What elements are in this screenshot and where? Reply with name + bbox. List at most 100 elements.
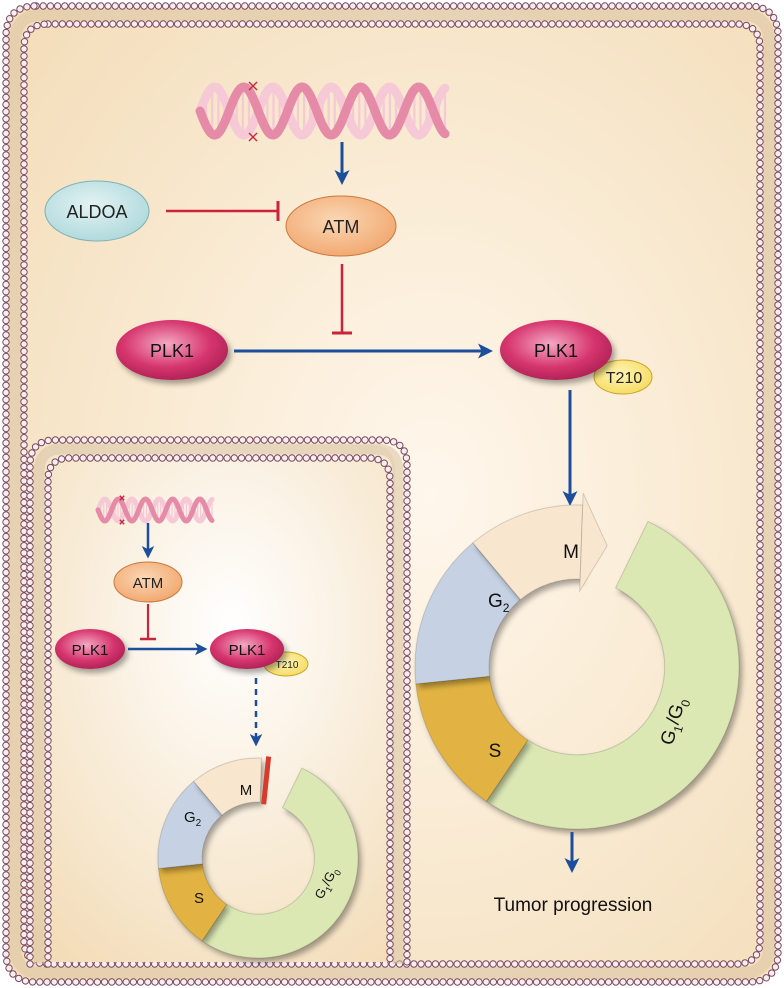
membrane-bead <box>644 2 652 10</box>
membrane-bead <box>2 86 10 94</box>
membrane-bead <box>756 404 764 412</box>
membrane-bead <box>403 677 411 685</box>
inset-cycle-g2m-block <box>261 756 272 805</box>
membrane-bead <box>756 598 764 607</box>
membrane-bead <box>533 20 542 28</box>
membrane-bead <box>291 2 299 10</box>
membrane-bead <box>756 253 764 261</box>
membrane-bead <box>403 468 411 476</box>
membrane-bead <box>20 794 28 802</box>
membrane-bead <box>161 2 170 10</box>
membrane-bead <box>386 947 394 956</box>
membrane-bead <box>424 978 433 986</box>
membrane-bead <box>774 841 782 849</box>
membrane-bead <box>20 563 28 571</box>
membrane-bead <box>648 978 656 986</box>
membrane-bead <box>26 521 34 529</box>
membrane-bead <box>26 571 34 579</box>
membrane-bead <box>403 518 411 527</box>
membrane-bead <box>2 100 10 109</box>
membrane-bead <box>756 397 764 405</box>
membrane-bead <box>386 861 394 869</box>
membrane-bead <box>20 275 28 283</box>
membrane-bead <box>673 2 681 10</box>
membrane-bead <box>20 81 28 89</box>
membrane-bead <box>403 641 411 649</box>
membrane-bead <box>396 441 404 450</box>
aldoa-inhibits-atm <box>166 201 280 221</box>
membrane-bead <box>20 714 28 723</box>
membrane-bead <box>2 180 10 188</box>
membrane-bead <box>539 960 548 968</box>
membrane-bead <box>705 960 713 968</box>
membrane-bead <box>20 808 28 816</box>
membrane-bead <box>2 684 10 692</box>
inset-plk1-phosphorylated-node: T210 PLK1 <box>210 629 309 677</box>
membrane-bead <box>20 261 28 269</box>
membrane-bead <box>44 715 52 723</box>
membrane-bead <box>386 558 394 567</box>
membrane-bead <box>774 675 782 683</box>
membrane-bead <box>295 454 303 462</box>
membrane-bead <box>579 2 587 10</box>
membrane-bead <box>44 650 52 659</box>
membrane-bead <box>756 627 764 636</box>
inset-atm-label: ATM <box>133 575 164 592</box>
membrane-bead <box>166 436 175 444</box>
membrane-bead <box>26 715 34 723</box>
membrane-bead <box>310 20 319 28</box>
membrane-bead <box>166 20 175 28</box>
membrane-bead <box>554 978 562 986</box>
membrane-bead <box>386 789 394 797</box>
membrane-bead <box>20 110 28 118</box>
membrane-bead <box>44 549 52 558</box>
membrane-bead <box>676 978 685 986</box>
membrane-bead <box>774 294 782 302</box>
membrane-bead <box>338 454 346 462</box>
membrane-bead <box>386 904 394 912</box>
membrane-bead <box>386 479 394 488</box>
membrane-bead <box>774 380 782 388</box>
membrane-bead <box>151 978 159 986</box>
membrane-bead <box>386 702 394 711</box>
membrane-bead <box>20 880 28 888</box>
membrane-bead <box>774 625 782 633</box>
membrane-bead <box>647 960 656 968</box>
membrane-bead <box>615 2 623 10</box>
inset-phase-g1-sub: 1 <box>323 885 334 894</box>
membrane-bead <box>698 978 706 986</box>
membrane-bead <box>2 612 10 620</box>
membrane-bead <box>2 842 10 850</box>
membrane-bead <box>94 436 103 444</box>
membrane-bead <box>248 2 256 10</box>
membrane-bead <box>195 436 204 444</box>
membrane-bead <box>774 711 782 719</box>
membrane-bead <box>730 2 739 10</box>
membrane-bead <box>44 960 52 968</box>
membrane-bead <box>403 590 411 599</box>
membrane-bead <box>656 20 664 28</box>
membrane-bead <box>20 174 28 183</box>
membrane-bead <box>774 214 782 223</box>
membrane-bead <box>756 922 764 931</box>
membrane-bead <box>20 592 28 600</box>
membrane-bead <box>756 267 764 276</box>
membrane-bead <box>108 454 116 462</box>
membrane-bead <box>118 2 127 10</box>
membrane-bead <box>413 2 422 10</box>
membrane-bead <box>676 960 684 968</box>
membrane-bead <box>26 722 34 731</box>
membrane-bead <box>756 843 764 852</box>
membrane-bead <box>403 598 411 606</box>
membrane-bead <box>756 80 764 88</box>
membrane-bead <box>122 978 130 986</box>
membrane-bead <box>712 960 720 968</box>
membrane-bead <box>756 318 764 326</box>
membrane-bead <box>460 960 468 968</box>
membrane-bead <box>26 773 34 781</box>
membrane-bead <box>2 547 10 555</box>
membrane-bead <box>44 585 52 594</box>
membrane-bead <box>273 978 282 986</box>
membrane-bead <box>756 490 764 499</box>
membrane-bead <box>2 259 10 267</box>
